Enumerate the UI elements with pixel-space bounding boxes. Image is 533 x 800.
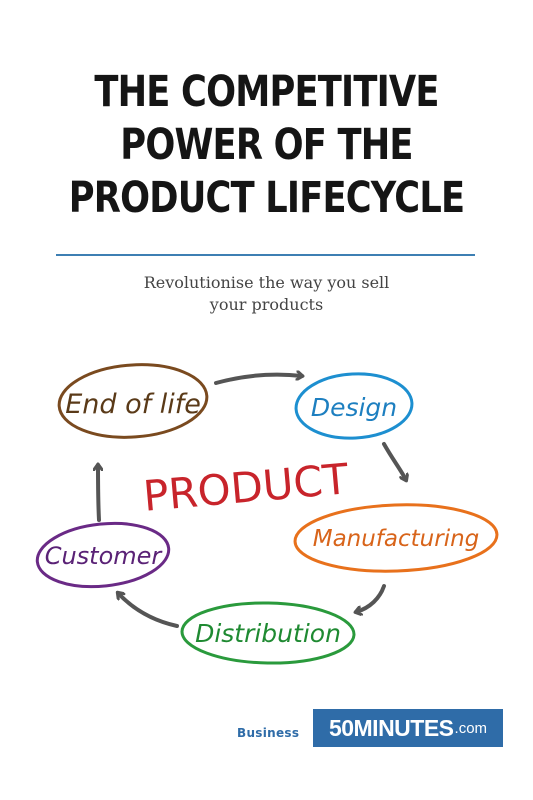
distribution-oval [180,601,356,665]
product-lifecycle-diagram: End of life Design Manufacturing Distrib… [35,363,499,665]
subtitle-line-1: Revolutionise the way you sell [143,273,390,292]
stage-design: Design [294,372,414,440]
arrow-customer-to-end-of-life [98,465,99,522]
publisher-category: Business [237,726,300,740]
arrow-design-to-manufacturing [382,442,406,480]
stage-customer: Customer [35,521,171,589]
brand-domain: .com [454,719,488,737]
publisher-logo: 50MINUTES.com [313,709,503,747]
title-line-1: THE COMPETITIVE [94,67,439,117]
design-label: Design [311,393,397,422]
end-of-life-oval [57,363,209,439]
stage-manufacturing: Manufacturing [293,503,499,573]
distribution-label: Distribution [195,619,341,648]
arrow-end-of-life-to-design [214,375,302,385]
brand-name: 50MINUTES [328,714,454,741]
product-center-label: PRODUCT [141,454,350,521]
title-line-3: PRODUCT LIFECYCLE [68,173,465,223]
book-title: THE COMPETITIVE POWER OF THE PRODUCT LIF… [64,66,468,225]
manufacturing-oval [293,503,499,573]
title-line-2: POWER OF THE [120,120,413,170]
customer-oval [35,521,171,589]
book-subtitle: Revolutionise the way you sell your prod… [60,272,473,316]
subtitle-line-2: your products [209,295,324,314]
end-of-life-label: End of life [65,389,201,420]
arrow-manufacturing-to-distribution [356,584,386,612]
manufacturing-label: Manufacturing [313,526,480,552]
stage-end-of-life: End of life [57,363,209,439]
title-divider [56,254,475,256]
stage-distribution: Distribution [180,601,356,665]
customer-label: Customer [45,542,164,570]
arrow-distribution-to-customer [118,593,179,628]
design-oval [294,372,414,440]
